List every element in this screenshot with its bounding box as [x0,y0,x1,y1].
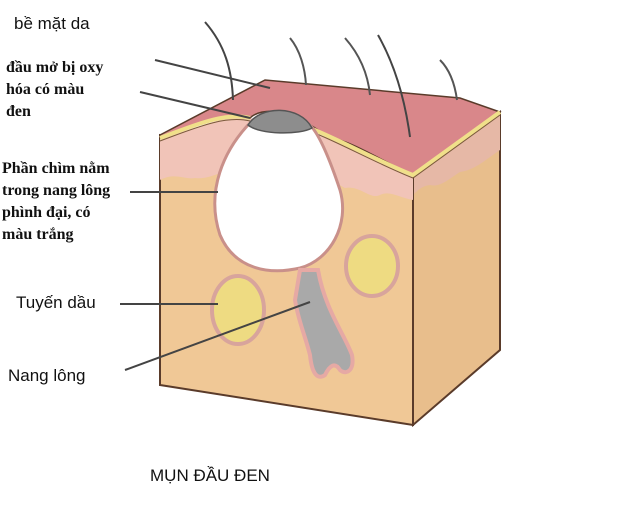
leader-line-hair-follicle [124,301,311,371]
hair-follicle [292,268,355,379]
label-oxidized-head: đầu mở bị oxy hóa có màu đen [6,57,103,123]
leader-line-skin-surface [154,59,271,89]
label-line: đầu mở bị oxy [6,59,104,76]
label-hair-follicle: Nang lông [8,366,86,385]
label-line: trong nang lông [2,182,111,199]
sebaceous-gland-left [210,274,266,346]
label-line: màu trắng [2,226,74,243]
label-skin-surface: bề mặt da [14,14,90,33]
comedone-white-body [213,123,345,273]
label-line: phình đại, có [2,204,91,221]
label-line: hóa có màu [6,81,85,98]
diagram-title: MỤN ĐẦU ĐEN [150,466,270,485]
label-submerged-part: Phần chìm nằm trong nang lông phình đại,… [2,158,110,246]
leader-line-oxidized-head [139,91,251,119]
label-line: Phần chìm nằm [2,160,110,177]
sebaceous-gland-right [344,234,400,298]
blackhead-plug [247,109,313,134]
label-line: đen [6,103,31,120]
label-sebaceous-gland: Tuyến dầu [16,293,96,312]
